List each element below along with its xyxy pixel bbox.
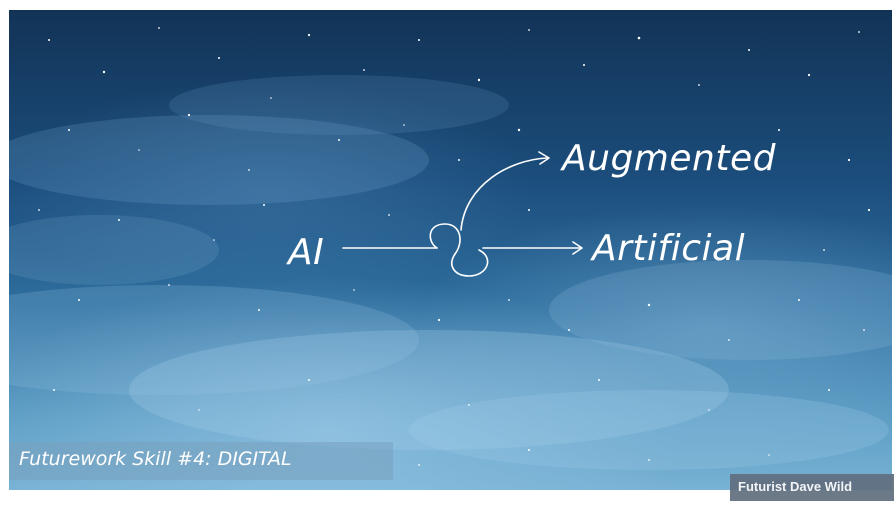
loop-lower bbox=[451, 249, 489, 277]
slide: AI Augmented Artificial Futurework Skill… bbox=[9, 10, 892, 490]
author-credit-badge: Futurist Dave Wild bbox=[730, 474, 894, 501]
diagram-label-ai: AI bbox=[288, 232, 325, 273]
arrowhead-lower-icon bbox=[572, 241, 583, 255]
diagram-label-artificial: Artificial bbox=[592, 228, 746, 269]
diagram-label-augmented: Augmented bbox=[562, 138, 776, 179]
caption-text: Futurework Skill #4: DIGITAL bbox=[19, 448, 292, 470]
loop-upper bbox=[429, 223, 461, 255]
caption-banner: Futurework Skill #4: DIGITAL bbox=[9, 442, 393, 480]
star-field bbox=[38, 27, 871, 466]
author-credit-text: Futurist Dave Wild bbox=[738, 479, 853, 494]
augmented-branch bbox=[460, 157, 548, 231]
ai-branch-diagram bbox=[342, 151, 583, 277]
arrowhead-upper-icon bbox=[538, 151, 550, 165]
cloud-layer bbox=[9, 75, 892, 470]
